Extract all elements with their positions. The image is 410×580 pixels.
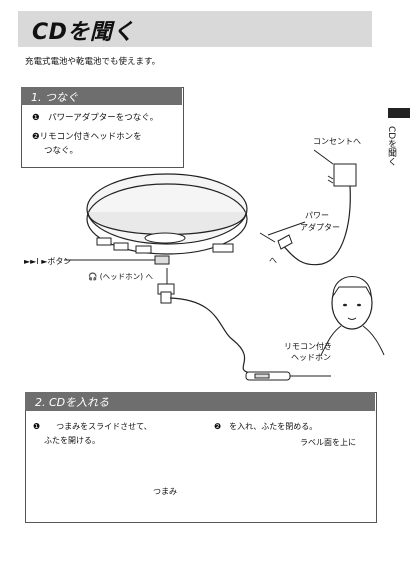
step1-item1: ❶ パワーアダプターをつなぐ。 <box>32 113 159 123</box>
step1-item2: ❷リモコン付きヘッドホンを <box>32 132 142 142</box>
step1-title: 1. つなぐ <box>31 91 78 104</box>
step2-header <box>25 392 375 411</box>
step2-item2: ❷ を入れ、ふたを閉める。 <box>214 422 318 431</box>
cd-player-illustration <box>86 173 248 265</box>
person-illustration <box>320 276 385 356</box>
headphone-plug-illustration <box>157 268 331 381</box>
title-bar <box>18 11 372 47</box>
power-adapter-callout-line1: パワー <box>305 211 329 220</box>
step1-item2-cont: つなぐ。 <box>44 146 79 156</box>
remote-headphone-line2: ヘッドホン <box>291 353 331 362</box>
to-callout: へ <box>269 256 277 265</box>
step2-box <box>25 392 377 523</box>
step2-item1: ❶ つまみをスライドさせて、 <box>33 422 152 431</box>
step2-title: 2. CDを入れる <box>35 396 110 409</box>
intro-text: 充電式電池や乾電池でも使えます。 <box>25 57 161 67</box>
outlet-callout: コンセントへ <box>313 137 361 146</box>
knob-callout: つまみ <box>153 487 177 496</box>
side-label: CDを聞く <box>386 126 396 167</box>
power-adapter-callout-line2: アダプター <box>300 223 340 232</box>
button-callout: ►►I ►ボタン <box>24 257 72 266</box>
page-title: CDを聞く <box>32 20 135 45</box>
label-up-callout: ラベル面を上に <box>300 438 356 447</box>
step1-header <box>21 87 182 105</box>
step2-item1-cont: ふたを開ける。 <box>44 436 100 445</box>
side-tab <box>388 108 410 118</box>
headphone-jack-callout: 🎧 (ヘッドホン) へ <box>88 272 153 281</box>
remote-headphone-line1: リモコン付き <box>284 342 332 351</box>
power-adapter-illustration <box>259 163 357 266</box>
